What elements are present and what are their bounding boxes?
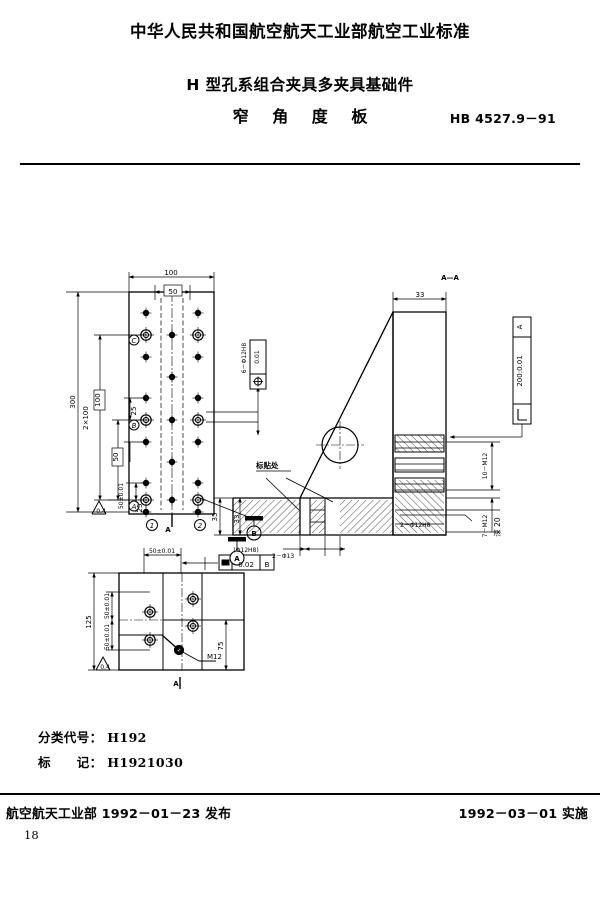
section-perp-datum: A xyxy=(516,324,524,329)
section-thread-10-m12: 10－M12 xyxy=(482,453,489,480)
front-dim-2x100: 2×100 xyxy=(82,406,90,430)
front-datum-b-label: B xyxy=(251,530,256,538)
front-dim-25-upper: 25 xyxy=(130,407,138,416)
page-number: 18 xyxy=(24,828,39,842)
front-section-label: A xyxy=(165,526,171,534)
front-dim-heights xyxy=(66,291,146,513)
front-pos-tol-value: 0.01 xyxy=(254,350,261,364)
bottom-dim-50-a: 50±0.01 xyxy=(104,593,111,619)
front-dim-100: 100 xyxy=(164,269,177,277)
section-datum-a xyxy=(228,537,246,566)
section-note-label-spot: 标贴处 xyxy=(255,460,279,470)
front-roughness-value: 0.4 xyxy=(96,508,106,515)
section-dim-35: 35 xyxy=(211,513,219,522)
issuer-text: 航空航天工业部 1992－01－23 发布 xyxy=(6,807,232,822)
bottom-tolerance-frame xyxy=(181,554,275,571)
part-title-line1: H 型孔系组合夹具多夹具基础件 xyxy=(186,76,414,94)
section-dim-33-bottom: 33 xyxy=(233,515,241,524)
mark-label: 标 记： xyxy=(38,755,103,770)
bottom-roughness-symbol xyxy=(95,655,111,671)
section-web-hole xyxy=(316,421,364,469)
section-hole-12h8-label: 2－Φ12H8 xyxy=(400,522,431,529)
standard-code: HB 4527.9－91 xyxy=(449,111,556,126)
front-marker-a: A xyxy=(131,503,137,511)
front-dim-50: 50 xyxy=(169,288,178,296)
mark-row: 标 记： H1921030 xyxy=(38,752,183,771)
section-dim-33-top: 33 xyxy=(416,291,425,299)
front-hole-callout-label: 6－Φ12H8 xyxy=(241,343,248,374)
footer-divider xyxy=(0,793,600,796)
bottom-view-outline xyxy=(118,572,245,671)
standard-org-heading: 中华人民共和国航空航天工业部航空工业标准 xyxy=(130,22,470,41)
section-thread-depth: 深 20 xyxy=(493,517,502,537)
section-hole-13-label: 2－Φ13 xyxy=(272,553,294,560)
section-datum-a-label: A xyxy=(234,555,240,563)
section-thread-7-m12: 7－M12 xyxy=(482,515,489,538)
front-dim-300: 300 xyxy=(69,395,77,408)
section-thread-dims xyxy=(446,441,500,533)
section-note-leaders xyxy=(256,470,334,511)
front-dim-100-boxed: 100 xyxy=(94,393,102,406)
front-dim-25-lower: 25 xyxy=(136,504,144,513)
section-perp-tol-value: 200:0.01 xyxy=(516,355,524,386)
front-dim-50-tol: 50±0.01 xyxy=(118,483,125,509)
section-hole-callout-13 xyxy=(283,536,346,556)
section-hole-callout-12h8 xyxy=(400,514,473,522)
front-roughness-symbol xyxy=(91,499,107,515)
bottom-dim-50 xyxy=(143,548,182,573)
front-marker-2: 2 xyxy=(198,522,203,530)
section-view-title: A—A xyxy=(441,274,459,282)
section-dim-33 xyxy=(392,292,447,312)
bottom-roughness-value: 0.4 xyxy=(100,664,110,671)
bottom-datum-ref: B xyxy=(265,561,270,569)
section-perp-frame xyxy=(449,316,532,439)
bottom-hole-ref: (Φ12H8) xyxy=(233,547,258,554)
front-dim-50-boxed: 50 xyxy=(112,453,120,462)
bottom-thread-callout-label: M12 xyxy=(207,653,222,661)
bottom-dim-125: 125 xyxy=(85,615,93,628)
bottom-dim-75: 75 xyxy=(217,642,225,651)
part-title-line2: 窄 角 度 板 xyxy=(232,107,377,126)
technical-drawing: 100 50 300 2×100 100 50 25 50±0.01 25 6－… xyxy=(0,180,600,700)
bottom-dims-left xyxy=(88,572,232,671)
mark-value: H1921030 xyxy=(107,755,184,770)
header-divider xyxy=(20,163,580,166)
front-marker-b: B xyxy=(132,422,137,430)
bottom-thread-callout xyxy=(161,634,216,662)
front-marker-1: 1 xyxy=(150,522,154,530)
classification-code-value: H192 xyxy=(107,730,147,745)
front-tolerance-frame xyxy=(249,339,267,390)
front-marker-c: C xyxy=(132,337,137,345)
section-dims-left xyxy=(214,497,242,536)
classification-code-label: 分类代号： xyxy=(38,730,103,745)
front-dim-width xyxy=(128,272,215,300)
effective-date-text: 1992－03－01 实施 xyxy=(458,807,588,822)
front-view-outline xyxy=(128,291,215,515)
bottom-view-label: A xyxy=(173,680,179,688)
classification-code-row: 分类代号： H192 xyxy=(38,727,147,746)
bottom-dim-50-top: 50±0.01 xyxy=(149,548,175,555)
front-hole-callout xyxy=(206,386,260,436)
bottom-pos-tol-value: 0.02 xyxy=(238,561,254,569)
front-view-markers xyxy=(128,334,206,531)
bottom-dim-50-b: 50±0.01 xyxy=(104,624,111,650)
